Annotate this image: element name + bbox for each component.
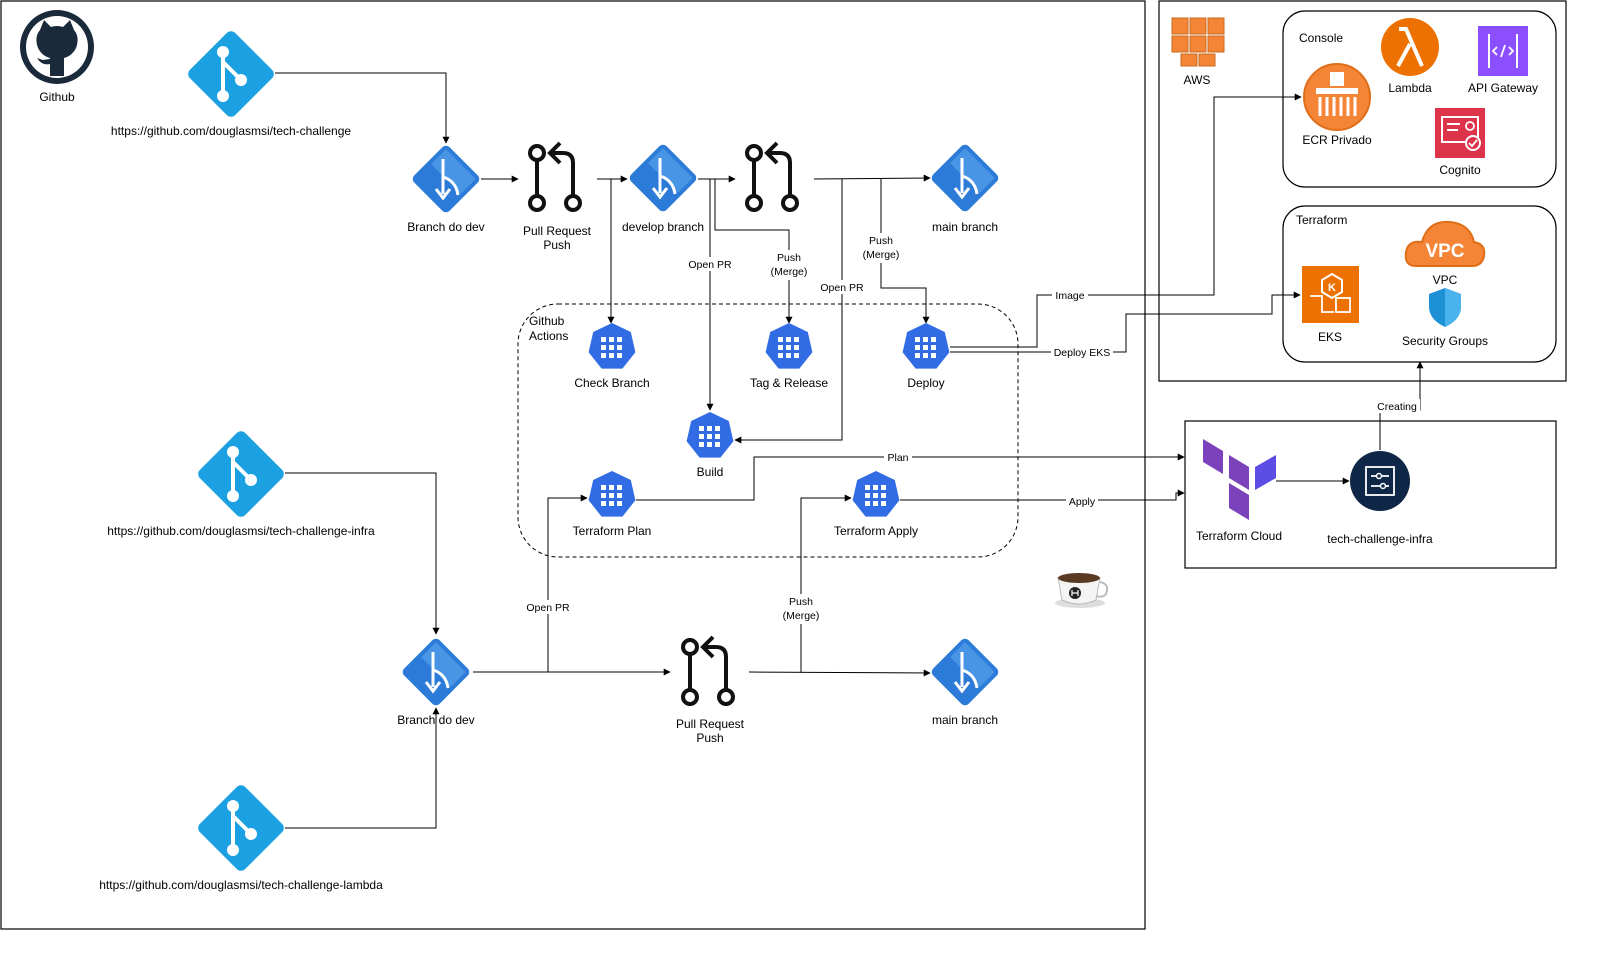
repo-link-app[interactable]: https://github.com/douglasmsi/tech-chall… — [111, 124, 351, 138]
github-title: Github — [39, 90, 75, 104]
job-icon — [588, 471, 636, 517]
job-icon — [588, 323, 636, 369]
job-icon — [765, 323, 813, 369]
console-group — [1282, 10, 1557, 188]
repo-link-lambda[interactable]: https://github.com/douglasmsi/tech-chall… — [99, 878, 383, 892]
node-pr-label: Pull Request — [523, 224, 592, 238]
edge-label-merge: (Merge) — [863, 249, 900, 261]
edge-label-apply: Apply — [1069, 496, 1096, 508]
branch-icon — [928, 635, 1002, 709]
branch-icon — [626, 141, 700, 215]
tfcloud-workspace: tech-challenge-infra — [1327, 532, 1433, 546]
node-main-branch: main branch — [932, 713, 998, 727]
aws-lambda: Lambda — [1388, 81, 1432, 95]
job-icon — [686, 412, 734, 458]
edge-label-push: Push — [789, 596, 813, 608]
aws-vpc: VPC — [1433, 273, 1458, 287]
node-main-branch: main branch — [932, 220, 998, 234]
terraform-logo-icon — [1203, 439, 1276, 520]
job-build: Build — [697, 465, 724, 479]
aws-container — [1158, 0, 1567, 382]
aws-title: AWS — [1184, 73, 1211, 87]
job-icon — [902, 323, 950, 369]
aws-cognito: Cognito — [1439, 163, 1481, 177]
edge-label-merge: (Merge) — [771, 266, 808, 278]
aws-api-gateway: API Gateway — [1468, 81, 1538, 95]
terraform-group-title: Terraform — [1296, 213, 1347, 227]
security-shield-icon — [1429, 288, 1461, 327]
edge-deploy-ecr — [950, 93, 1302, 348]
branch-icon — [409, 142, 483, 216]
branch-icon — [399, 635, 473, 709]
vpc-cloud-icon: VPC — [1404, 220, 1486, 267]
pull-request-icon — [745, 141, 799, 212]
edge-pr2-build — [734, 179, 843, 444]
edge-label-open-pr: Open PR — [820, 282, 864, 294]
edge-plan-cloud — [636, 453, 1185, 501]
node-pr-label: Pull Request — [676, 717, 745, 731]
git-repo-icon — [183, 26, 279, 122]
node-pr-label: Push — [543, 238, 570, 252]
api-gateway-icon — [1478, 26, 1528, 76]
edge-label-open-pr: Open PR — [688, 259, 732, 271]
edge-lambda-branch — [285, 707, 440, 829]
edge-label-merge: (Merge) — [783, 610, 820, 622]
edge-label-push: Push — [869, 235, 893, 247]
job-icon — [852, 471, 900, 517]
edge-label-image: Image — [1055, 290, 1084, 302]
job-terraform-plan: Terraform Plan — [573, 524, 652, 538]
edge-pr2-main — [813, 174, 931, 182]
pull-request-icon — [528, 141, 582, 212]
edge-label-open-pr: Open PR — [526, 602, 570, 614]
workspace-icon — [1350, 451, 1410, 511]
node-develop-branch: develop branch — [622, 220, 704, 234]
aws-eks: EKS — [1318, 330, 1342, 344]
aws-ecr: ECR Privado — [1302, 133, 1372, 147]
vpc-badge-text: VPC — [1425, 241, 1464, 262]
git-repo-icon — [193, 780, 289, 876]
tfcloud-name: Terraform Cloud — [1196, 529, 1282, 543]
job-tag-release: Tag & Release — [750, 376, 828, 390]
eks-icon: K — [1302, 266, 1359, 323]
edge-pr3-main — [748, 669, 931, 677]
node-branch-dev: Branch do dev — [397, 713, 474, 727]
job-check-branch: Check Branch — [574, 376, 649, 390]
edge-label-deploy-eks: Deploy EKS — [1054, 347, 1111, 359]
lambda-icon — [1381, 18, 1439, 76]
console-title: Console — [1299, 31, 1343, 45]
github-container — [0, 0, 1146, 930]
branch-icon — [928, 141, 1002, 215]
job-deploy: Deploy — [907, 376, 944, 390]
git-repo-icon — [193, 426, 289, 522]
edge-infra-branch — [285, 472, 440, 635]
edge-deploy-eks — [950, 291, 1301, 353]
edge-apply-cloud — [900, 489, 1185, 501]
terraform-cloud-container — [1184, 420, 1557, 569]
edge-repo-branch — [275, 72, 450, 144]
aws-cubes-icon — [1171, 17, 1225, 67]
repo-link-infra[interactable]: https://github.com/douglasmsi/tech-chall… — [107, 524, 375, 538]
github-icon — [20, 10, 94, 84]
pull-request-icon — [681, 635, 735, 706]
node-pr-label: Push — [696, 731, 723, 745]
job-terraform-apply: Terraform Apply — [834, 524, 918, 538]
aws-security-groups: Security Groups — [1402, 334, 1488, 348]
coffee-cup-icon — [1055, 573, 1109, 608]
actions-title: Github — [529, 314, 565, 328]
svg-text:K: K — [1328, 282, 1336, 294]
edge-label-push: Push — [777, 252, 801, 264]
node-branch-dev: Branch do dev — [407, 220, 484, 234]
edge-label-plan: Plan — [887, 452, 908, 464]
github-actions-group — [517, 303, 1019, 558]
cognito-icon — [1435, 108, 1485, 158]
edge-label-creating: Creating — [1377, 401, 1417, 413]
actions-title: Actions — [529, 329, 568, 343]
ecr-icon — [1303, 63, 1371, 131]
